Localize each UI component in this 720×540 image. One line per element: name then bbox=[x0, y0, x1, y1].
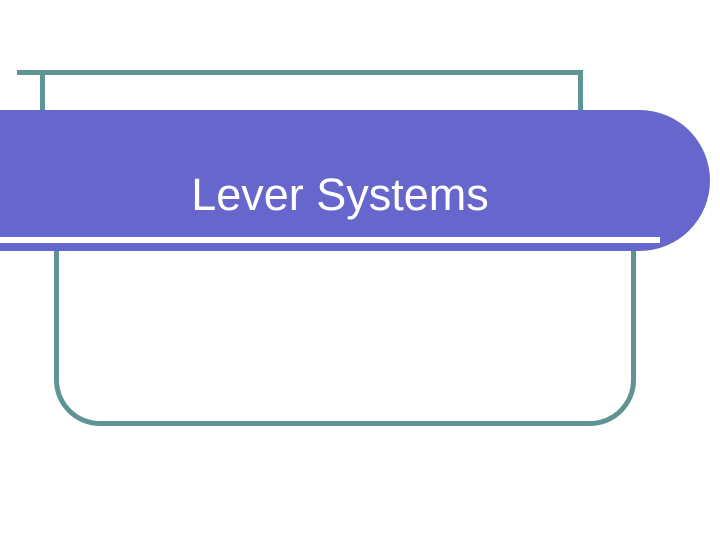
decorative-frame-rounded-body bbox=[54, 246, 636, 426]
decorative-frame-right-upper-edge bbox=[578, 70, 583, 112]
title-banner-shape bbox=[0, 110, 710, 251]
decorative-frame-left-upper-edge bbox=[40, 70, 45, 112]
title-underline-rule bbox=[0, 237, 660, 243]
slide-title: Lever Systems bbox=[191, 169, 489, 221]
decorative-frame-top-edge bbox=[17, 70, 583, 75]
